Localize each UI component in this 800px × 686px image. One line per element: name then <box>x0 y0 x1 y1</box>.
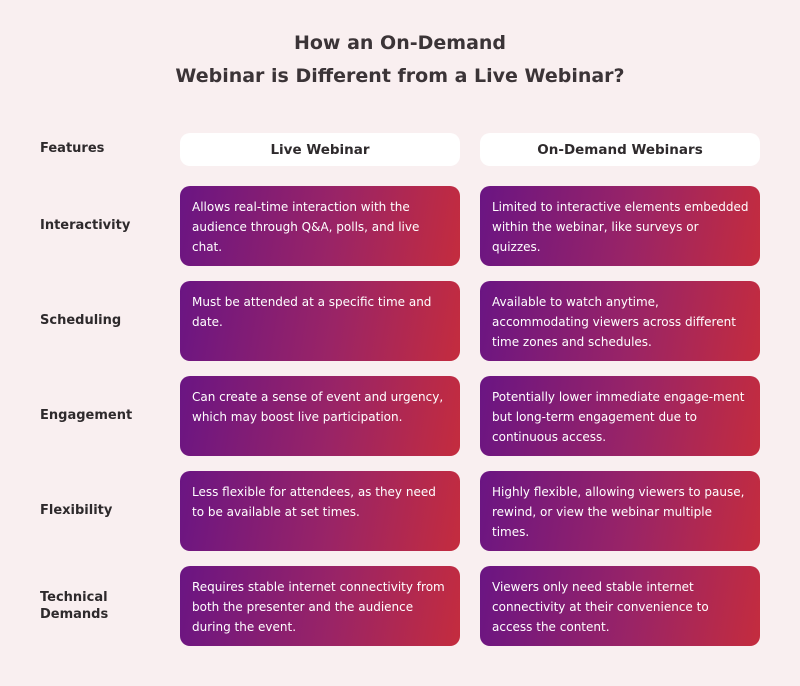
cell-interactivity-ondemand: Limited to interactive elements embedded… <box>480 186 760 266</box>
cell-flexibility-live: Less flexible for attendees, as they nee… <box>180 471 460 551</box>
row-label-technical-demands: Technical Demands <box>40 590 109 622</box>
cell-technical-demands-ondemand: Viewers only need stable internet connec… <box>480 566 760 646</box>
page-title-line-1: How an On-Demand <box>293 32 507 54</box>
row-label-engagement: Engagement <box>40 408 133 423</box>
row-label-interactivity: Interactivity <box>40 218 131 233</box>
cell-technical-demands-live: Requires stable internet connectivity fr… <box>180 566 460 646</box>
row-label-flexibility: Flexibility <box>40 503 113 518</box>
cell-scheduling-live: Must be attended at a specific time and … <box>180 281 460 361</box>
page-title-line-2: Webinar is Different from a Live Webinar… <box>175 65 625 87</box>
cell-flexibility-ondemand: Highly flexible, allowing viewers to pau… <box>480 471 760 551</box>
on-demand-column-header: On-Demand Webinars <box>480 133 760 166</box>
features-column-header: Features <box>40 141 105 156</box>
cell-scheduling-ondemand: Available to watch anytime, accommodatin… <box>480 281 760 361</box>
cell-interactivity-live: Allows real-time interaction with the au… <box>180 186 460 266</box>
cell-engagement-ondemand: Potentially lower immediate engage-ment … <box>480 376 760 456</box>
row-label-scheduling: Scheduling <box>40 313 122 328</box>
cell-engagement-live: Can create a sense of event and urgency,… <box>180 376 460 456</box>
page-title: How an On-Demand Webinar is Different fr… <box>0 27 800 93</box>
live-webinar-column-header: Live Webinar <box>180 133 460 166</box>
